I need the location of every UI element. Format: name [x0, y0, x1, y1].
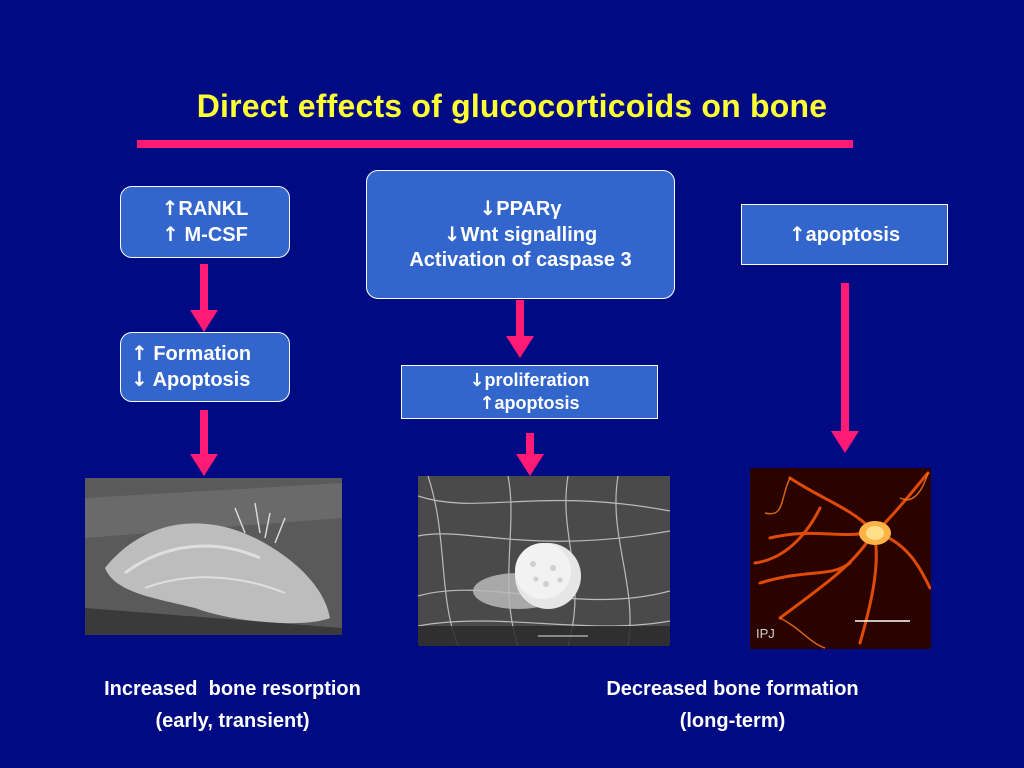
pparg-line: ↓PPARγ — [480, 196, 562, 222]
rankl-text: RANKL — [178, 198, 249, 220]
apoptosis-line: ↑apoptosis — [789, 222, 900, 248]
mcsf-line: ↑ M-CSF — [162, 222, 248, 248]
osteocyte-illustration — [750, 468, 931, 649]
proliferation-text: proliferation — [484, 369, 590, 390]
caption-bone-formation: Decreased bone formation (long-term) — [540, 673, 925, 737]
rankl-line: ↑RANKL — [162, 196, 249, 222]
box-apoptosis-osteocyte: ↑apoptosis — [741, 204, 948, 265]
osteoblast-apoptosis-text: apoptosis — [494, 393, 580, 413]
arrow-rankl-to-formation — [190, 264, 218, 332]
formation-text: Formation — [147, 343, 252, 365]
down-arrow-icon: ↓ — [131, 367, 148, 391]
up-arrow-icon: ↑ — [788, 221, 806, 246]
osteoclast-apoptosis-text: Apoptosis — [147, 369, 251, 391]
formation-line: ↑ Formation — [131, 341, 251, 367]
caption-left-line1: Increased bone resorption — [104, 678, 361, 700]
slide-title: Direct effects of glucocorticoids on bon… — [196, 88, 828, 124]
box-rankl-mcsf: ↑RANKL ↑ M-CSF — [120, 186, 290, 258]
down-arrow-icon: ↓ — [479, 196, 497, 220]
title-underline — [137, 140, 853, 148]
photo-corner-label: IPJ — [756, 626, 775, 641]
caption-right-line1: Decreased bone formation — [606, 678, 859, 700]
up-arrow-icon: ↑ — [479, 393, 495, 414]
caption-right-line2: (long-term) — [679, 710, 786, 732]
up-arrow-icon: ↑ — [161, 196, 179, 220]
pparg-text: PPARγ — [496, 198, 562, 220]
wnt-text: Wnt signalling — [460, 224, 598, 246]
osteoblast-illustration — [418, 476, 670, 646]
arrow-apoptosis-to-osteocyte — [831, 283, 859, 453]
caspase-line: Activation of caspase 3 — [409, 249, 632, 271]
up-arrow-icon: ↑ — [131, 341, 148, 365]
wnt-line: ↓Wnt signalling — [444, 222, 597, 248]
apoptosis-text: apoptosis — [805, 223, 901, 246]
proliferation-line: ↓proliferation — [469, 369, 589, 393]
caption-bone-resorption: Increased bone resorption (early, transi… — [40, 673, 425, 737]
arrow-proliferation-to-osteoblast — [516, 433, 544, 476]
box-pparg-wnt-caspase: ↓PPARγ ↓Wnt signalling Activation of cas… — [366, 170, 675, 299]
box-formation-apoptosis: ↑ Formation ↓ Apoptosis — [120, 332, 290, 402]
arrow-pparg-to-proliferation — [506, 300, 534, 358]
sem-osteoblast-photo — [418, 476, 670, 646]
sem-osteoclast-photo — [85, 478, 342, 635]
down-arrow-icon: ↓ — [443, 222, 461, 246]
osteoclast-illustration — [85, 478, 342, 635]
down-arrow-icon: ↓ — [469, 369, 485, 391]
box-proliferation-apoptosis: ↓proliferation ↑apoptosis — [401, 365, 658, 419]
caption-left-line2: (early, transient) — [155, 710, 310, 732]
up-arrow-icon: ↑ — [162, 222, 179, 246]
osteoclast-apoptosis-line: ↓ Apoptosis — [131, 367, 250, 393]
fluorescent-osteocyte-photo: IPJ — [750, 468, 931, 649]
osteoblast-apoptosis-line: ↑apoptosis — [479, 392, 579, 416]
mcsf-text: M-CSF — [178, 224, 248, 246]
arrow-formation-to-osteoclast — [190, 410, 218, 476]
